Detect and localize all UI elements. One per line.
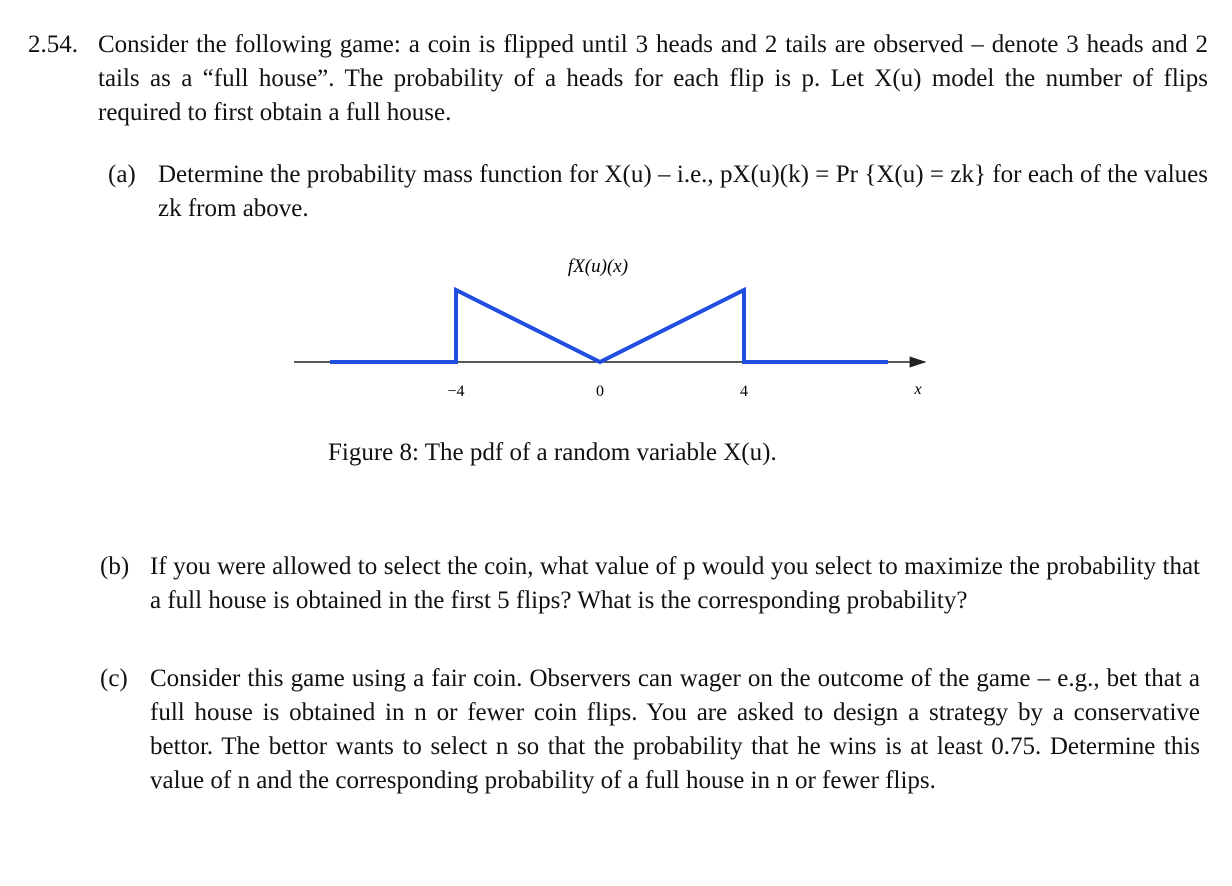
pdf-series-line <box>330 286 888 365</box>
x-tick-label: 0 <box>596 383 604 400</box>
figure-8: fX(u)(x) −4 0 4 x <box>280 240 960 480</box>
problem-statement: Consider the following game: a coin is f… <box>98 28 1208 130</box>
figure-caption: Figure 8: The pdf of a random variable X… <box>328 439 777 466</box>
part-c-label: (c) <box>100 665 128 692</box>
part-b-label: (b) <box>100 553 130 580</box>
part-a-text: Determine the probability mass function … <box>158 161 1208 222</box>
x-tick-labels: −4 0 4 <box>447 383 748 400</box>
part-a-label: (a) <box>108 161 136 188</box>
part-b: (b) If you were allowed to select the co… <box>100 550 1200 618</box>
part-a: (a) Determine the probability mass funct… <box>108 158 1208 226</box>
x-tick-label: −4 <box>447 383 464 400</box>
part-b-text: If you were allowed to select the coin, … <box>150 553 1200 614</box>
part-c-text: Consider this game using a fair coin. Ob… <box>150 665 1200 794</box>
problem-number: 2.54. <box>28 31 78 58</box>
y-axis-label: fX(u)(x) <box>568 256 628 277</box>
problem-statement-text: Consider the following game: a coin is f… <box>98 31 1208 126</box>
pdf-plot: fX(u)(x) −4 0 4 x <box>294 256 927 400</box>
part-c: (c) Consider this game using a fair coin… <box>100 662 1200 798</box>
x-axis-label: x <box>913 381 921 398</box>
x-tick-label: 4 <box>740 383 748 400</box>
